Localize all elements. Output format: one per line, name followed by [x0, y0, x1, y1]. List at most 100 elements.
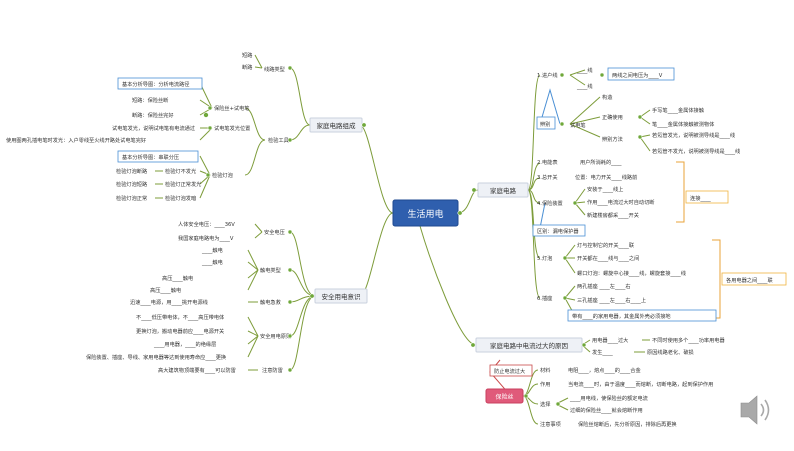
expand-dot[interactable]: [203, 112, 209, 118]
parallel-box: 各用电器之间____联: [721, 272, 787, 286]
expand-dot[interactable]: [287, 65, 293, 71]
overcurrent-subtree: 用电器____过大 不同时使用多个____功率用电器 发生____ 原因线路老化…: [592, 336, 725, 356]
test-lamp-label: 检验灯泡: [212, 171, 233, 179]
composition-subtree: 线路类型 短路 断路 检验工具 保险丝+试电笔 基本分析导图：分析电流路径 短路…: [6, 51, 289, 202]
fuse-wire-node[interactable]: 保险丝: [485, 388, 524, 404]
expand-dot[interactable]: [361, 122, 367, 128]
identify-label: 辨别: [540, 120, 550, 128]
branch-safety-label: 安全用电意识: [322, 292, 362, 301]
expand-dot[interactable]: [562, 255, 568, 261]
fuse-select-b: 过细的保险丝____就会熔断作用: [570, 406, 643, 414]
fuse-material-a: 电阻____，熔点____的____合金: [568, 366, 641, 374]
lamp-a: 灯与控制它的开关____联: [577, 241, 634, 249]
safe-voltage-label: 安全电压: [264, 228, 285, 236]
shock-b: ____触电: [201, 258, 223, 266]
expand-dot[interactable]: [457, 210, 463, 216]
fuse-analysis-text: 基本分析导图：分析电流路径: [122, 80, 189, 88]
central-topic-label: 生活用电: [407, 208, 443, 220]
expand-dot[interactable]: [287, 267, 293, 273]
expand-dot[interactable]: [287, 137, 293, 143]
parallel-box-text: 各用电器之间____联: [726, 276, 773, 284]
entry-line-sub2: ____线: [576, 82, 593, 90]
fuse-short: 短路：保险丝断: [132, 96, 168, 104]
expand-dot[interactable]: [581, 342, 587, 348]
expand-dot[interactable]: [637, 134, 643, 140]
tester-usage-a: 手写笔____金属体接触: [652, 106, 705, 114]
expand-dots: [203, 65, 643, 407]
expand-dot[interactable]: [470, 342, 476, 348]
branch-overcurrent[interactable]: 家庭电路中电流过大的原因: [475, 337, 583, 353]
expand-dot[interactable]: [471, 187, 477, 193]
expand-dot[interactable]: [207, 125, 213, 131]
expand-dot[interactable]: [555, 401, 561, 407]
expand-dot[interactable]: [559, 72, 565, 78]
expand-dot[interactable]: [572, 200, 578, 206]
meter-label: 2.电能表: [537, 158, 558, 166]
test-b: 检验灯泡短路: [116, 180, 148, 188]
leakage-box: 区别：漏电保护器: [532, 224, 586, 237]
expand-dot[interactable]: [637, 114, 643, 120]
fuse-tester-label: 保险丝+试电笔: [214, 104, 249, 112]
fuse-function-label: 作用: [540, 380, 550, 388]
expand-dot[interactable]: [287, 333, 293, 339]
expand-dot[interactable]: [599, 72, 605, 78]
entry-voltage-text: 两线之间电压为____V: [612, 71, 663, 79]
fuse-material-label: 材料: [540, 366, 550, 374]
branch-home-circuit[interactable]: 家庭电路: [477, 182, 529, 198]
rescue-label: 触电急救: [260, 298, 281, 306]
socket-a: 两孔插座 ____左____右: [577, 282, 631, 290]
expand-dot[interactable]: [562, 295, 568, 301]
expand-dot[interactable]: [559, 121, 565, 127]
branch-composition-label: 家庭电路组成: [317, 121, 357, 130]
tester-result: 辨别方法: [602, 135, 623, 143]
fuse-notes-label: 注意事项: [540, 420, 561, 428]
identify-box: 辨别: [536, 116, 556, 130]
fuse-device-b: 作用____电流过大时自动切断: [587, 198, 654, 206]
principle-c: ____用电器，____的绝缘层: [153, 340, 216, 348]
expand-dot[interactable]: [523, 393, 529, 399]
fuse-device-c: 新建楼房都采____开关: [587, 211, 639, 219]
home-circuit-subtree: 1.进户线 ____线 ____线 两线之间电压为____V 辨别 试电笔 构造…: [532, 66, 787, 322]
test-c2: 检验灯泡发暗: [165, 194, 196, 202]
shock-type-label: 触电类型: [260, 266, 281, 274]
lamp-label: 5.灯泡: [537, 254, 552, 262]
expand-dot[interactable]: [309, 293, 315, 299]
shock-d: 高压____触电: [150, 286, 181, 294]
socket-c: 带有____的家用电器，其金属外壳必须接地: [572, 312, 671, 320]
leakage-note: 区别：漏电保护器: [537, 227, 579, 235]
principle-b: 更换灯泡，搬动电器前应____电源开关: [136, 327, 224, 335]
expand-dot[interactable]: [205, 172, 211, 178]
principle-label: 安全用电原则: [260, 332, 291, 340]
expand-dot[interactable]: [287, 367, 293, 373]
type-label: 线路类型: [264, 65, 285, 73]
overcurrent-a: 用电器____过大: [592, 336, 628, 344]
expand-dot[interactable]: [207, 105, 213, 111]
tester-structure: 构造: [602, 93, 613, 101]
rescue-a: 迅速____电源，用____挑开电源线: [130, 298, 208, 306]
speaker-icon[interactable]: [740, 395, 770, 425]
test-a2: 检验灯不发光: [165, 167, 196, 175]
central-topic[interactable]: 生活用电: [392, 199, 459, 227]
series-analysis-text: 基本分析导图：串联分压: [122, 153, 179, 161]
series-analysis-box: 基本分析导图：串联分压: [117, 150, 199, 163]
branch-safety[interactable]: 安全用电意识: [314, 288, 368, 304]
lightning-label: 注意防雷: [262, 366, 283, 374]
fuse-analysis-box: 基本分析导图：分析电流路径: [117, 77, 203, 90]
connect-box: 连接____: [685, 190, 729, 204]
fuse-function-a: 当电流____时，由于温度____而熔断，切断电路，起到保护作用: [568, 380, 713, 388]
branch-composition[interactable]: 家庭电路组成: [309, 117, 363, 133]
tester-usage-b: 笔____金属体接触被测物体: [652, 120, 715, 128]
fuse-select-label: 选择: [540, 400, 551, 408]
entry-voltage-box: 两线之间电压为____V: [607, 67, 675, 81]
prevent-overcurrent-box: 防止电流过大: [489, 364, 533, 377]
expand-dot[interactable]: [287, 229, 293, 235]
socket-b: 三孔插座 ____左____右____上: [577, 296, 646, 304]
overcurrent-b: 发生____: [592, 348, 613, 356]
tester-result-a: 若氖管发光，说明被测导线是____线: [652, 131, 735, 139]
fuse-device-label: 4.保险装置: [537, 199, 563, 207]
meter-desc: 用户所消耗的____: [580, 158, 622, 166]
expand-dot[interactable]: [287, 299, 293, 305]
shock-c: 高压____触电: [162, 274, 193, 282]
